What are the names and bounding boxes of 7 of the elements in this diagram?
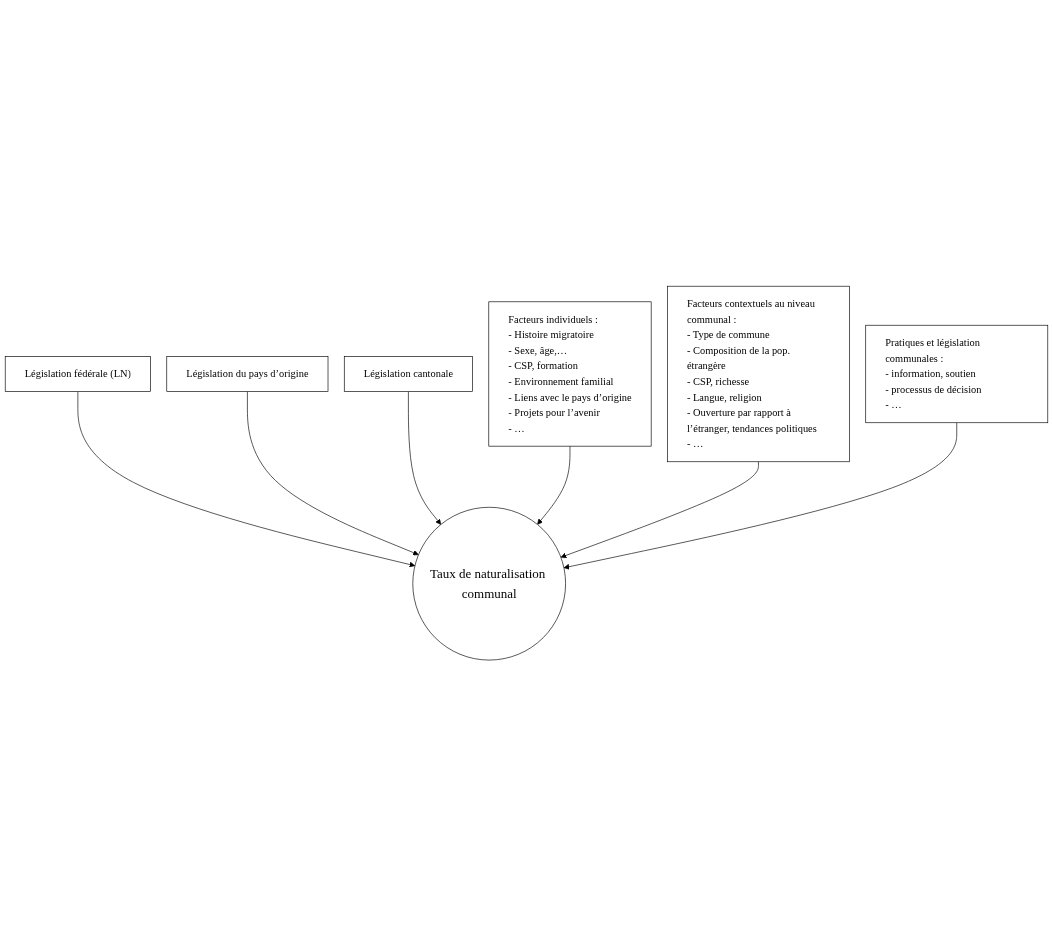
node-box: Législation du pays d’origine [166,356,329,393]
node-box: Pratiques et législation communales : - information, soutien - processus de décision - … [865,325,1049,424]
node-box: Facteurs individuels : - Histoire migratoire - Sexe, âge,… - CSP, formation - Environnement familial - Liens avec le pays d’origine - Projets pour l’avenir - … [488,301,652,447]
node-box: Facteurs contextuels au niveau communal : - Type de commune - Composition de la pop. étrangère - CSP, richesse - Langue, religion - Ouverture par rapport à l’étranger, tendances politiques - … [667,286,850,463]
node-circle: Taux de naturalisation communal [412,507,566,661]
node-box: Législation cantonale [343,356,473,393]
node-box: Législation fédérale (LN) [4,356,151,393]
